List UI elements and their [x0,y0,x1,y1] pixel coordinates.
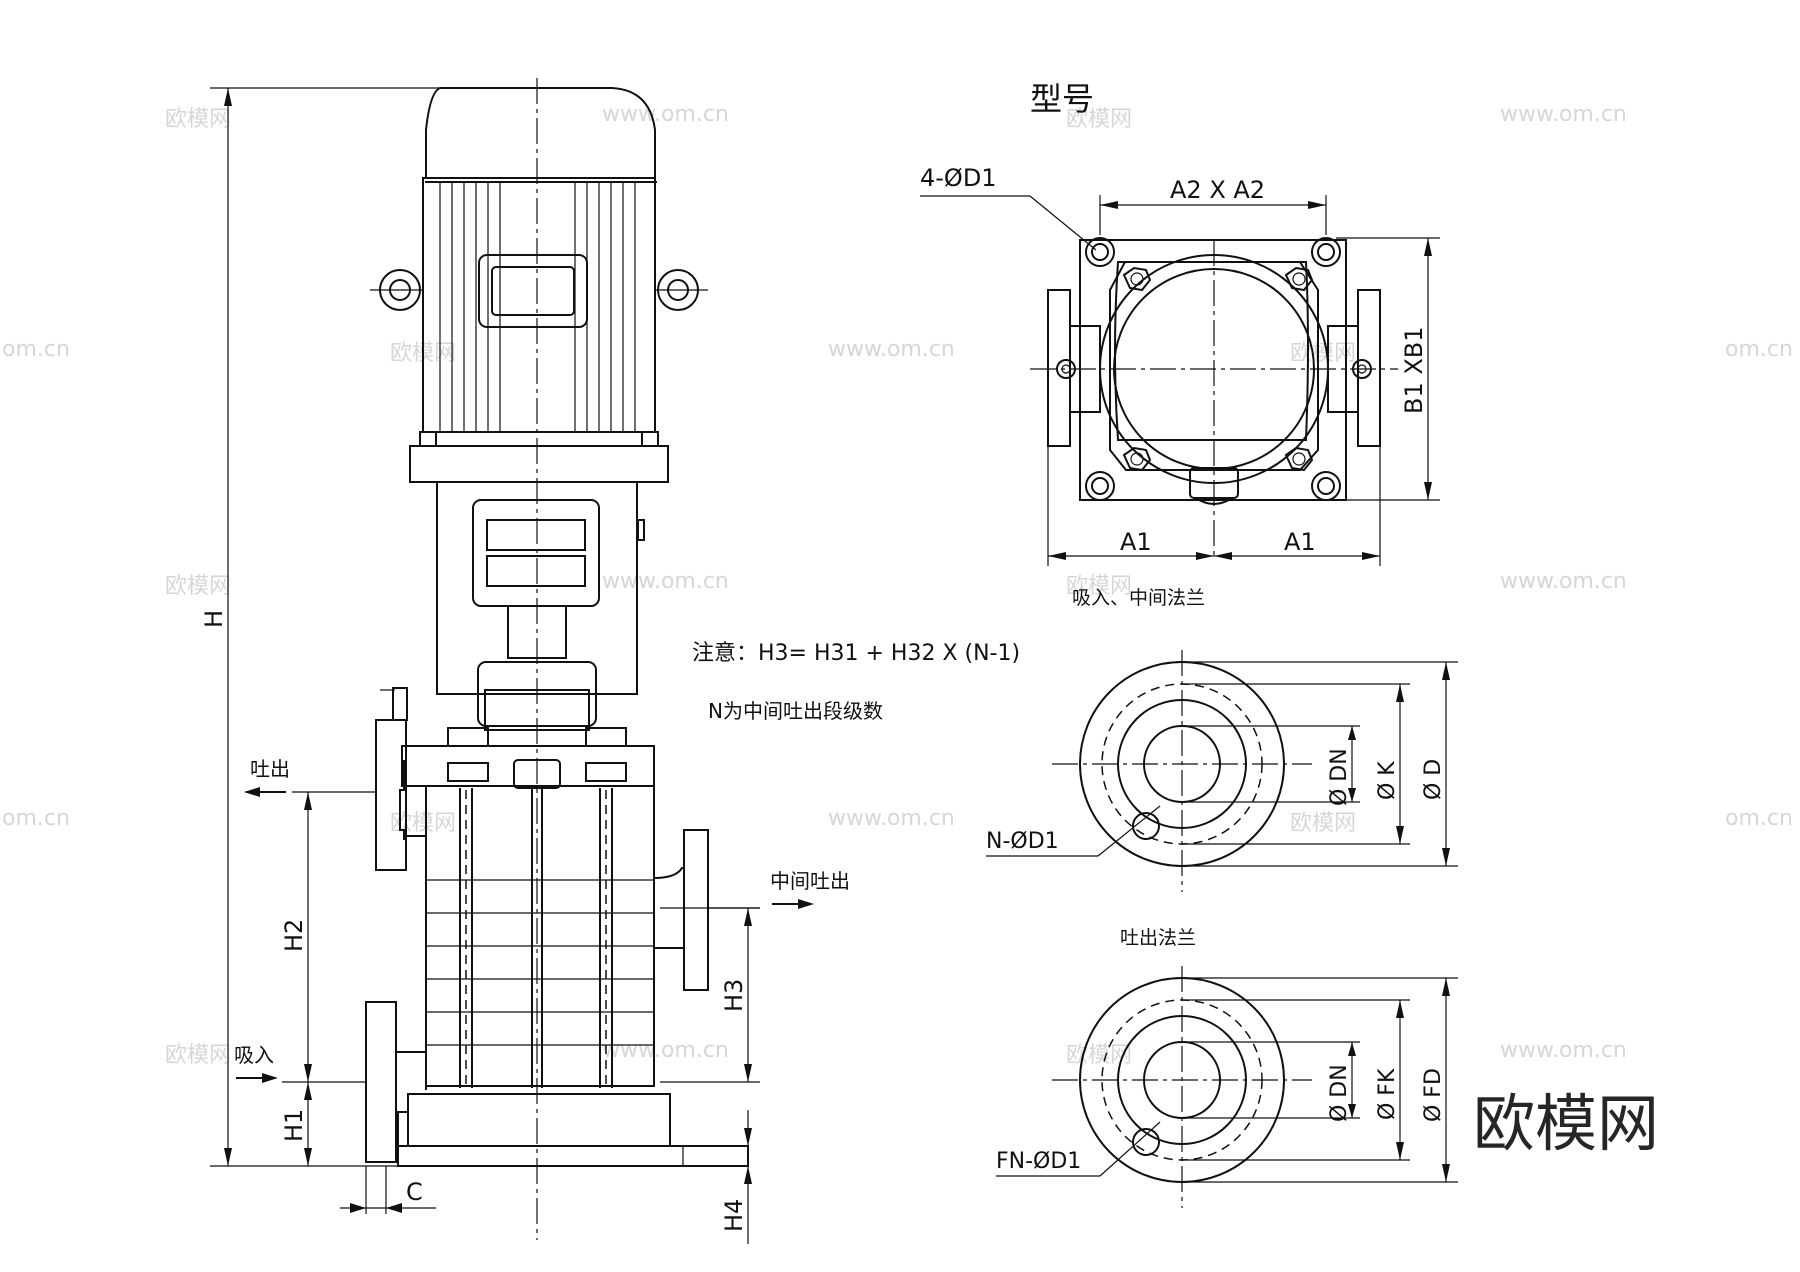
dim-k-label: Ø K [1375,761,1400,800]
bolt-holes-label: 4-ØD1 [920,164,997,192]
brand-logo: 欧模网 [1473,1087,1659,1160]
nut [1284,266,1314,292]
suction-label: 吸入 [234,1043,274,1067]
nut [1284,446,1314,472]
watermark-url: www.om.cn [1500,1038,1627,1063]
bolt-hole [1311,471,1341,501]
dim-h3-label: H3 [720,979,748,1012]
dim-fk-label: Ø FK [1375,1068,1400,1120]
dim-fd-label: Ø FD [1421,1068,1446,1122]
outlet-nipple [513,759,561,789]
top-mid-flange [1357,289,1381,447]
watermark-brand: 欧模网 [1066,107,1132,132]
motor-body [422,177,656,433]
flange-bolt-hole [1132,1128,1160,1156]
dim-h2-label: H2 [280,919,308,952]
watermark-url: www.om.cn [602,569,729,594]
watermark-url: www.om.cn [1500,102,1627,127]
motor-flange [409,445,669,483]
coupling [507,605,567,659]
dim-h-label: H [200,610,228,628]
watermark-brand: 欧模网 [165,1043,231,1068]
lifting-eye-left [370,269,423,311]
coupling-guard [472,499,600,607]
terminal-box [478,254,588,328]
dim-a1-left-label: A1 [1120,528,1152,556]
motor-fan-cover [425,87,656,179]
pump-top-view: 型号 A2 X A2 4-ØD1 [920,80,1440,609]
dim-h1-label: H1 [280,1109,308,1142]
watermark-brand: 欧模网 [390,811,456,836]
side-view-dimensions: H 吐出 H2 吸入 H1 C 中间吐出 [200,87,850,1244]
discharge-flange-detail: 吐出法兰 Ø DN Ø FK Ø FD FN-ØD1 [996,927,1458,1208]
motor-cooling-fins [439,182,636,432]
base-plate [397,1145,749,1167]
dim-a2-label: A2 X A2 [1170,176,1265,204]
pump-base [407,1093,671,1147]
lantern-bracket [436,481,638,695]
fn-d1-label: FN-ØD1 [996,1149,1081,1174]
pump-side-view [365,78,749,1240]
bolt-hole [1311,237,1341,267]
mid-discharge-label: 中间吐出 [770,869,850,893]
watermark-brand: 欧模网 [1066,574,1132,599]
bolt-hole [1085,237,1115,267]
watermark-url: www.om.cn [828,337,955,362]
discharge-label: 吐出 [250,757,290,781]
dim-d-label: Ø D [1421,759,1446,800]
watermark-url: www.om.cn [828,806,955,831]
discharge-neck [399,760,405,840]
suction-flange-detail: Ø DN Ø K Ø D N-ØD1 [986,650,1458,892]
dim-dn-label: Ø DN [1327,748,1352,806]
stage-casing [425,785,655,1087]
watermark-url: www.om.cn [1500,569,1627,594]
watermark-url: www.om.cn [602,102,729,127]
note-n-definition: N为中间吐出段级数 [708,699,883,723]
lifting-eye-right [655,269,708,311]
nut [1122,446,1152,472]
suction-flange [365,1001,397,1163]
watermark-brand: 欧模网 [1290,811,1356,836]
watermark-url: om.cn [1725,806,1793,831]
mid-discharge-flange [683,829,709,991]
mechanical-seal [477,661,597,727]
suction-mid-flange-caption: 吸入、中间法兰 [1072,587,1205,609]
nut [1122,266,1152,292]
dim-dn-label: Ø DN [1327,1064,1352,1122]
watermark-url: om.cn [2,806,70,831]
discharge-flange-caption: 吐出法兰 [1120,927,1196,949]
model-title: 型号 [1030,80,1094,118]
dim-a1-right-label: A1 [1284,528,1316,556]
dim-b1-label: B1 XB1 [1400,326,1428,414]
n-d1-label: N-ØD1 [986,829,1059,854]
watermarks: 欧模网 www.om.cn 欧模网 www.om.cn om.cn 欧模网 ww… [2,102,1793,1160]
notes: 注意：H3= H31 + H32 X (N-1) N为中间吐出段级数 [692,641,1020,723]
vent-valve [392,687,408,721]
top-suction-flange [1047,289,1071,447]
watermark-brand: 欧模网 [165,107,231,132]
dim-c-label: C [406,1178,423,1206]
watermark-brand: 欧模网 [1066,1043,1132,1068]
discharge-flange [375,719,407,871]
bolt-hole [1085,471,1115,501]
flange-bolt-hole [1132,812,1160,840]
watermark-url: om.cn [2,337,70,362]
dim-h4-label: H4 [720,1199,748,1232]
watermark-brand: 欧模网 [165,574,231,599]
note-formula: 注意：H3= H31 + H32 X (N-1) [692,641,1020,666]
watermark-url: om.cn [1725,337,1793,362]
watermark-url: www.om.cn [602,1038,729,1063]
